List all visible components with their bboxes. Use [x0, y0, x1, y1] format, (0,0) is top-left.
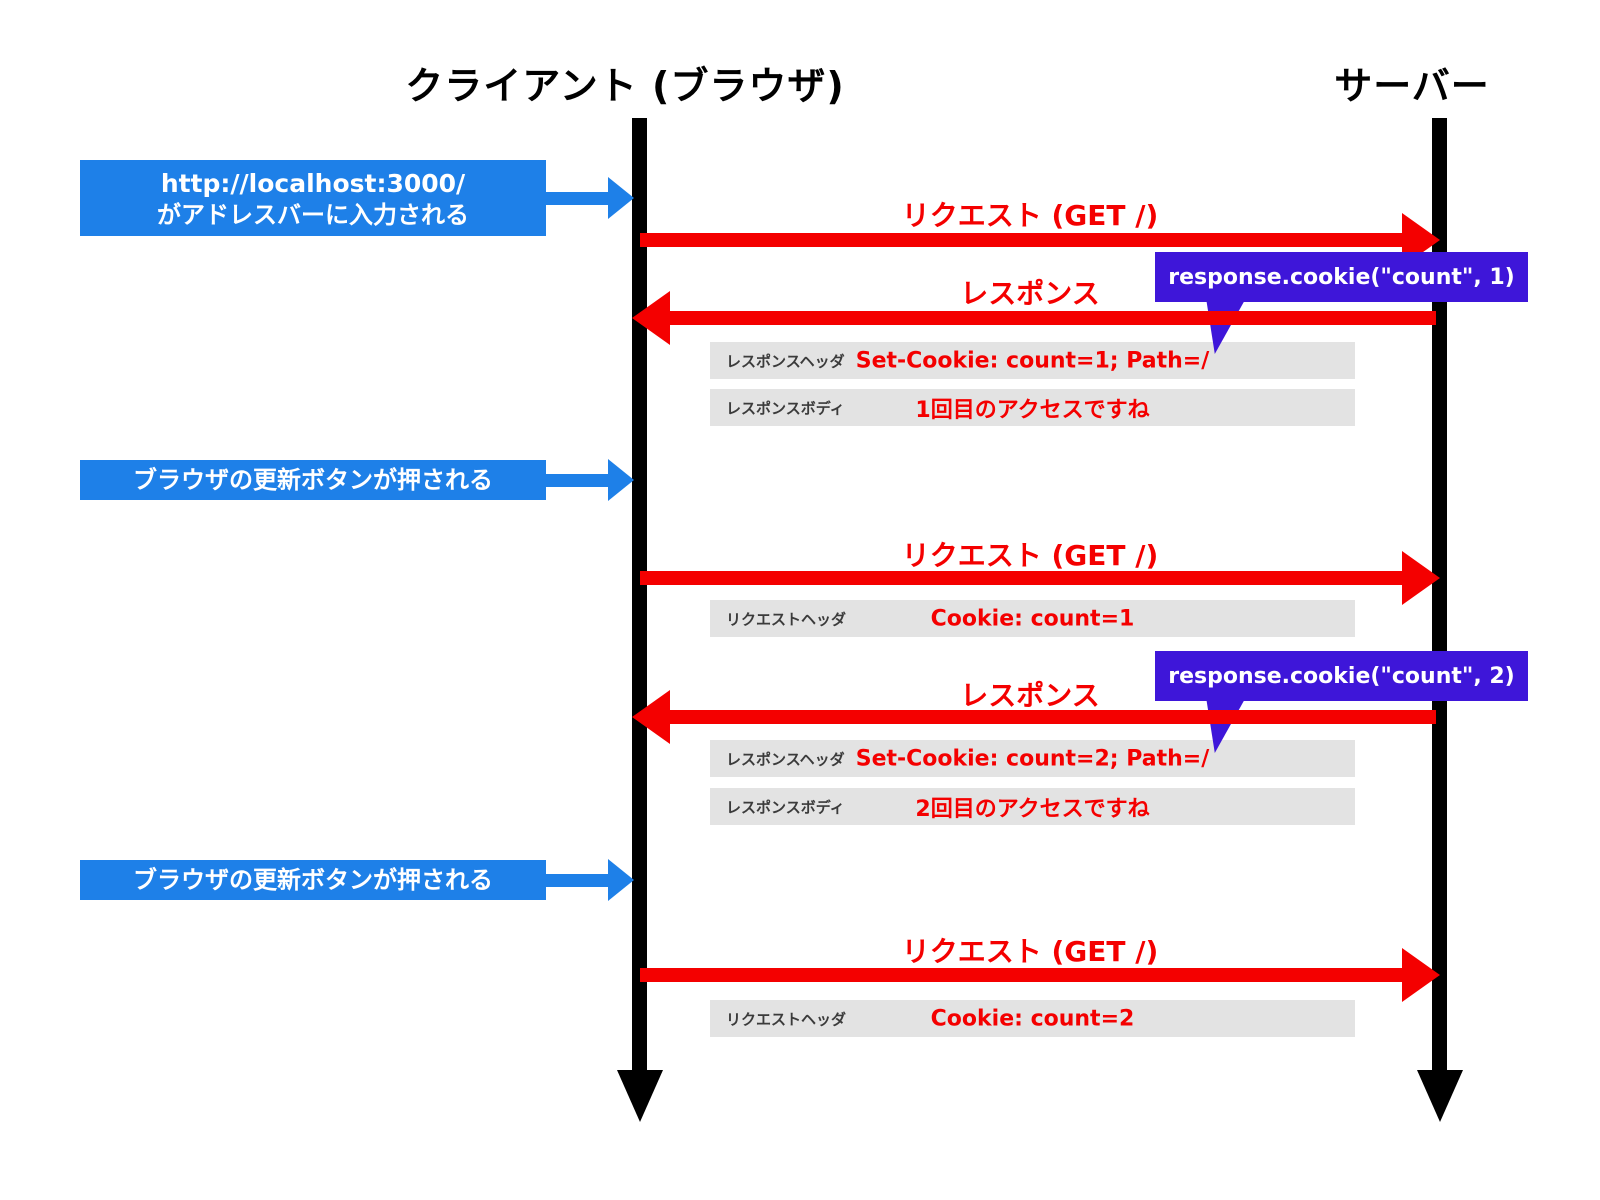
event2-arrowhead-icon	[608, 459, 634, 501]
lifeline-client-arrowhead-icon	[617, 1070, 663, 1122]
callout-response-cookie-1: response.cookie("count", 1)	[1155, 252, 1528, 302]
actor-title-server: サーバー	[1334, 64, 1490, 108]
response2-body-row: レスポンスボディ 2回目のアクセスですね	[710, 788, 1355, 825]
request1-arrow	[640, 233, 1402, 247]
event1-arrow-shaft	[546, 192, 608, 205]
response-body-label: レスポンスボディ	[726, 399, 845, 417]
response1-arrowhead-icon	[632, 291, 670, 345]
lifeline-server-arrowhead-icon	[1417, 1070, 1463, 1122]
response2-label: レスポンス	[960, 679, 1100, 712]
lifeline-client	[632, 118, 647, 1070]
response-header-value: Set-Cookie: count=1; Path=/	[855, 348, 1210, 373]
event3-arrowhead-icon	[608, 859, 634, 901]
event1-arrowhead-icon	[608, 177, 634, 219]
request3-arrow	[640, 968, 1402, 982]
request3-header-row: リクエストヘッダ Cookie: count=2	[710, 1000, 1355, 1037]
request-header-label: リクエストヘッダ	[726, 610, 847, 628]
request1-label: リクエスト (GET /)	[901, 199, 1159, 232]
event-refresh-caption: ブラウザの更新ボタンが押される	[133, 466, 493, 494]
response2-arrowhead-icon	[632, 690, 670, 744]
event-url-line: http://localhost:3000/	[160, 168, 466, 198]
request-header-value: Cookie: count=1	[930, 606, 1135, 631]
request3-label: リクエスト (GET /)	[901, 935, 1159, 968]
response1-label: レスポンス	[960, 277, 1100, 310]
event3-arrow-shaft	[546, 874, 608, 887]
response-body-label: レスポンスボディ	[726, 798, 845, 816]
response1-arrow	[670, 311, 1436, 325]
response-header-value: Set-Cookie: count=2; Path=/	[855, 746, 1210, 771]
callout-response-cookie-2: response.cookie("count", 2)	[1155, 651, 1528, 701]
request2-arrowhead-icon	[1402, 551, 1440, 605]
request-header-label: リクエストヘッダ	[726, 1010, 847, 1028]
response-header-label: レスポンスヘッダ	[726, 750, 845, 768]
response-body-value: 2回目のアクセスですね	[915, 796, 1150, 822]
client-event-refresh-1: ブラウザの更新ボタンが押される	[80, 460, 546, 500]
event-url-caption: がアドレスバーに入力される	[157, 200, 469, 229]
response1-body-row: レスポンスボディ 1回目のアクセスですね	[710, 389, 1355, 426]
response-body-value: 1回目のアクセスですね	[915, 397, 1150, 423]
request2-header-row: リクエストヘッダ Cookie: count=1	[710, 600, 1355, 637]
client-event-url-entered: http://localhost:3000/ がアドレスバーに入力される	[80, 160, 546, 236]
request3-arrowhead-icon	[1402, 948, 1440, 1002]
response2-arrow	[670, 710, 1436, 724]
client-event-refresh-2: ブラウザの更新ボタンが押される	[80, 860, 546, 900]
response-header-label: レスポンスヘッダ	[726, 352, 845, 370]
response1-header-row: レスポンスヘッダ Set-Cookie: count=1; Path=/	[710, 342, 1355, 379]
event2-arrow-shaft	[546, 474, 608, 487]
request2-label: リクエスト (GET /)	[901, 539, 1159, 572]
request2-arrow	[640, 571, 1402, 585]
response2-header-row: レスポンスヘッダ Set-Cookie: count=2; Path=/	[710, 740, 1355, 777]
event-refresh-caption: ブラウザの更新ボタンが押される	[133, 866, 493, 894]
request-header-value: Cookie: count=2	[930, 1006, 1135, 1031]
actor-title-client: クライアント (ブラウザ)	[405, 64, 845, 108]
